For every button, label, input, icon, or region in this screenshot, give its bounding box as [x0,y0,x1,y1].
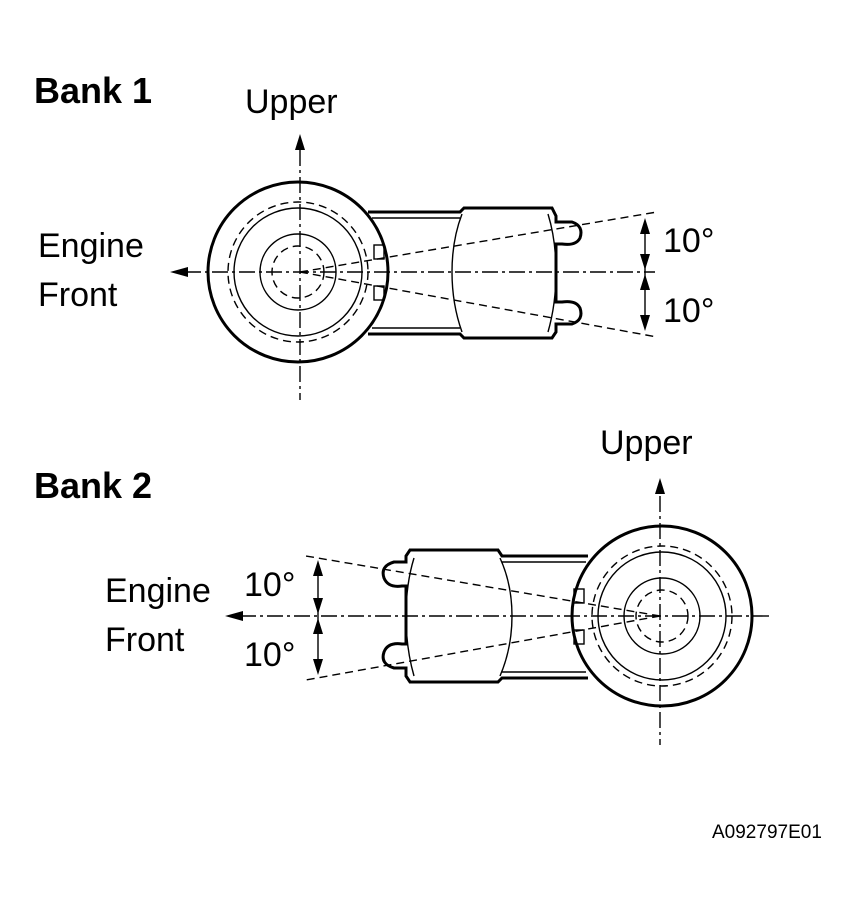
bank1-dim-arrow-bottom [640,315,650,331]
figure-code: A092797E01 [712,822,822,843]
bank1-title: Bank 1 [34,70,153,111]
bank1-lower-angle-line [299,271,658,338]
bank1-angle-lower-label: 10° [663,292,715,330]
bank1-sensor-figure [170,134,658,400]
bank1-upper-arrow [295,134,305,150]
bank1-engine-label: Engine [38,227,144,265]
bank2-upper-arrow [655,478,665,494]
bank2-front-arrow [225,611,243,621]
bank2-dim-arrow-top [313,560,323,576]
bank2-sensor-figure [225,478,770,745]
bank2-upper-angle-line [305,555,661,617]
bank1-upper-angle-line [299,211,658,273]
bank2-angle-upper-label: 10° [244,566,296,604]
bank1-connector-body [368,206,583,340]
bank1-dim-arrow-top [640,218,650,234]
bank2-upper-label: Upper [600,424,693,462]
bank1-front-label: Front [38,276,118,314]
bank2-lower-angle-line [305,615,661,681]
bank1-front-arrow [170,267,188,277]
bank2-title: Bank 2 [34,465,153,506]
bank2-dim-arrow-bottom [313,659,323,675]
bank2-angle-lower-label: 10° [244,636,296,674]
bank2-engine-label: Engine [105,572,211,610]
bank1-angle-upper-label: 10° [663,222,715,260]
bank2-front-label: Front [105,621,185,659]
bank1-upper-label: Upper [245,83,338,121]
bank2-connector-inner [405,557,586,677]
bank1-connector-inner [372,213,557,333]
